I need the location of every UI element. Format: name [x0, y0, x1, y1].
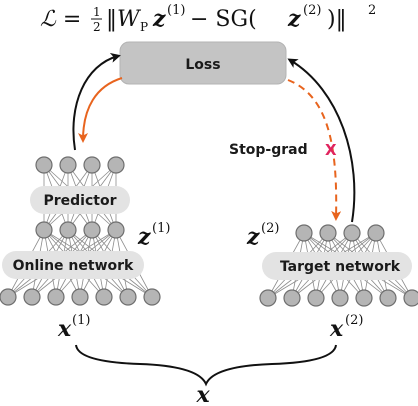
equation-frac-num: 1: [93, 5, 101, 19]
loss-equation: ℒ = 1 2 ‖W P z (1) − SG( z (2) )‖ 2: [40, 3, 376, 34]
stop-grad-label: Stop-grad: [229, 142, 308, 158]
target-to-loss-arrow: [287, 58, 356, 223]
online-node: [59, 156, 77, 174]
online-node: [35, 156, 53, 174]
equation-sup2: (2): [303, 3, 321, 18]
target-node: [307, 289, 325, 307]
online-node: [83, 156, 101, 174]
predictor-label: Predictor: [44, 193, 117, 209]
input-brace: [75, 344, 337, 387]
x1-base: x: [57, 316, 72, 342]
target-node: [355, 289, 373, 307]
equation-sup1: (1): [167, 3, 185, 18]
stop-grad-arrow: [287, 79, 342, 221]
stop-grad-x-mark: X: [325, 141, 337, 159]
target-node: [319, 224, 337, 242]
equation-lhs: ℒ =: [40, 7, 81, 32]
loss-box: Loss: [119, 41, 287, 85]
target-node: [295, 224, 313, 242]
online-to-loss-arrow: [72, 53, 121, 151]
target-node: [259, 289, 277, 307]
equation-sub-p: P: [140, 20, 148, 34]
online-node: [71, 288, 89, 306]
target-network-label: Target network: [280, 259, 401, 275]
x-label: x: [195, 382, 210, 406]
predictor-pill: [30, 186, 130, 214]
online-node: [83, 221, 101, 239]
equation-mid: − SG(: [190, 7, 257, 32]
online-node: [47, 288, 65, 306]
online-node: [119, 288, 137, 306]
z1-base: z: [137, 224, 151, 250]
target-node: [367, 224, 385, 242]
equation-end: )‖: [327, 7, 347, 32]
equation-norm-w: ‖W: [106, 7, 142, 32]
z1-sup: (1): [152, 221, 170, 236]
online-node: [107, 156, 125, 174]
loss-label: Loss: [185, 57, 220, 73]
online-node: [107, 221, 125, 239]
z2-sup: (2): [261, 221, 279, 236]
target-node: [343, 224, 361, 242]
x2-sup: (2): [345, 313, 363, 328]
online-network-pill: [2, 251, 144, 279]
online-node: [35, 221, 53, 239]
online-network-label: Online network: [13, 258, 134, 274]
online-node: [95, 288, 113, 306]
target-node: [379, 289, 397, 307]
z2-base: z: [246, 224, 260, 250]
target-node: [403, 289, 418, 307]
equation-frac-den: 2: [93, 20, 101, 34]
target-network: Target network: [259, 224, 418, 307]
online-node: [23, 288, 41, 306]
online-node: [0, 288, 17, 306]
target-node: [283, 289, 301, 307]
gradient-arrow: [78, 77, 123, 143]
equation-z2: z: [287, 6, 301, 32]
target-node: [331, 289, 349, 307]
x1-sup: (1): [72, 313, 90, 328]
target-network-pill: [262, 252, 412, 280]
online-node: [59, 221, 77, 239]
equation-z1: z: [152, 6, 166, 32]
x2-base: x: [329, 316, 344, 342]
online-node: [143, 288, 161, 306]
equation-square: 2: [368, 3, 376, 18]
online-network: Predictor Online network: [0, 156, 161, 306]
